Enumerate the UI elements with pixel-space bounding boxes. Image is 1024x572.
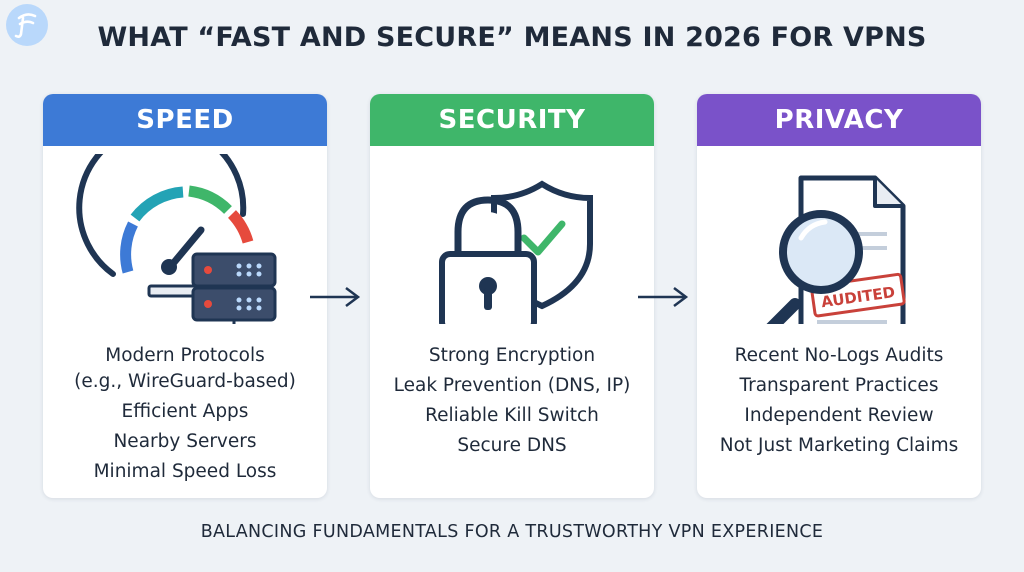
list-item: Minimal Speed Loss [93,461,277,482]
footer-tagline: BALANCING FUNDAMENTALS FOR A TRUSTWORTHY… [200,522,824,542]
list-item: Transparent Practices [739,375,939,396]
security-feature-list: Strong Encryption Leak Prevention (DNS, … [370,344,654,464]
list-item: Secure DNS [457,435,567,456]
list-item: Leak Prevention (DNS, IP) [393,375,631,396]
list-item: Nearby Servers [113,431,257,452]
privacy-feature-list: Recent No-Logs Audits Transparent Practi… [697,344,981,464]
list-item: Independent Review [744,405,934,426]
card-header-speed: SPEED [43,94,327,146]
list-item: Efficient Apps [121,401,249,422]
card-security: SECURITY Strong Encryption Leak Preventi… [370,94,654,498]
list-item: Modern Protocols [105,345,265,366]
card-header-security: SECURITY [370,94,654,146]
list-item: (e.g., WireGuard-based) [74,371,296,392]
padlock-shield-icon [439,180,593,324]
speed-feature-list: Modern Protocols (e.g., WireGuard-based)… [43,344,327,490]
brand-logo[interactable] [6,4,48,46]
speed-illustration [43,154,327,424]
card-privacy: PRIVACY AUDITED Recent No-Logs Audits Tr… [697,94,981,498]
audit-document-icon: AUDITED [766,175,906,324]
card-header-privacy: PRIVACY [697,94,981,146]
security-illustration [370,154,654,424]
list-item: Recent No-Logs Audits [734,345,944,366]
logo-icon [14,13,37,38]
privacy-illustration: AUDITED [697,154,981,424]
arrow-right-icon [638,287,689,307]
speedometer-server-icon [76,154,277,324]
list-item: Strong Encryption [428,345,596,366]
arrow-right-icon [310,287,361,307]
list-item: Not Just Marketing Claims [719,435,959,456]
list-item: Reliable Kill Switch [425,405,599,426]
page-title: WHAT “FAST AND SECURE” MEANS IN 2026 FOR… [97,22,927,53]
card-speed: SPEED [43,94,327,498]
